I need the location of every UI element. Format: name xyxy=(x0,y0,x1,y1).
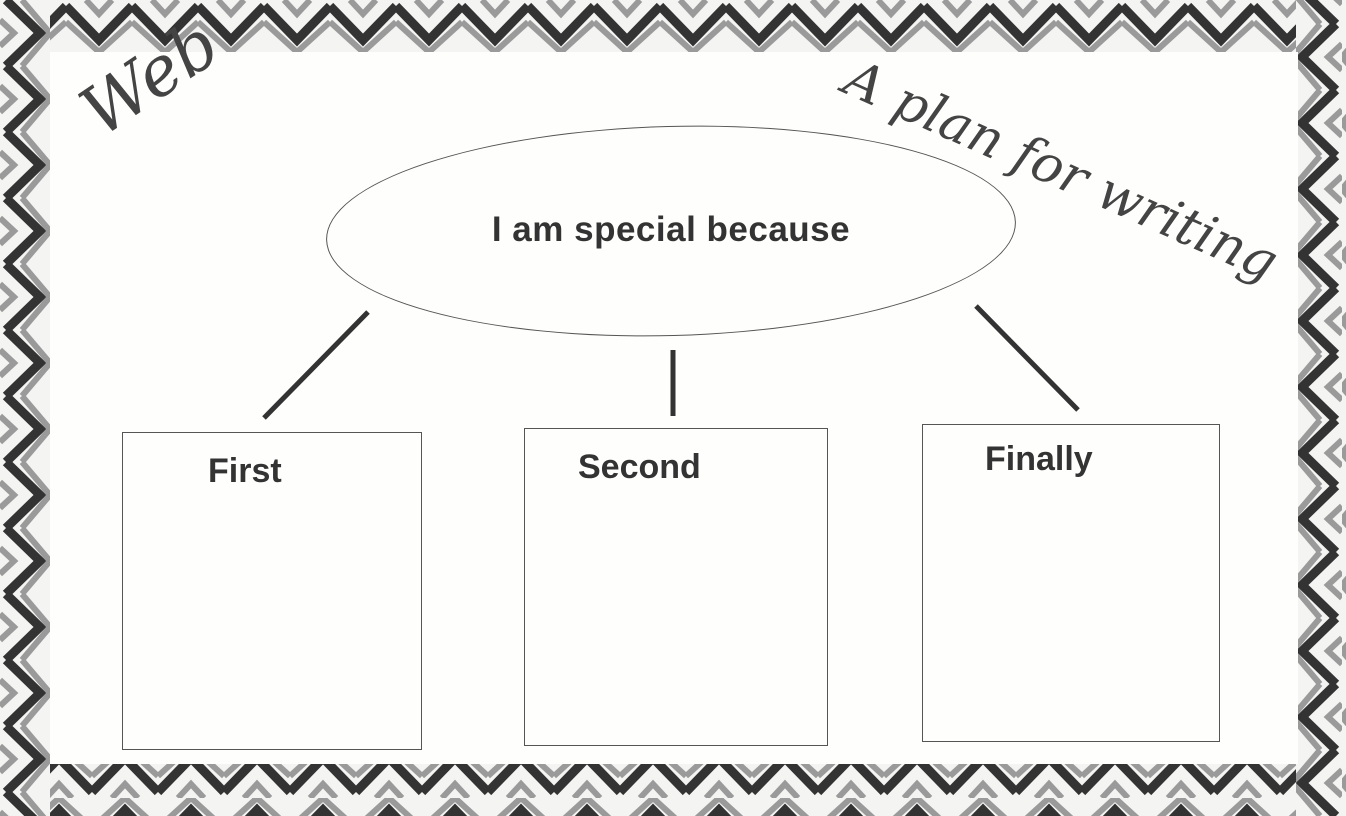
first-box xyxy=(122,432,422,750)
finally-box-label: Finally xyxy=(985,440,1093,478)
finally-box xyxy=(922,424,1220,742)
first-box-label: First xyxy=(208,452,282,490)
second-box-label: Second xyxy=(578,448,701,486)
second-box xyxy=(524,428,828,746)
center-oval-prompt: I am special because xyxy=(491,210,851,249)
